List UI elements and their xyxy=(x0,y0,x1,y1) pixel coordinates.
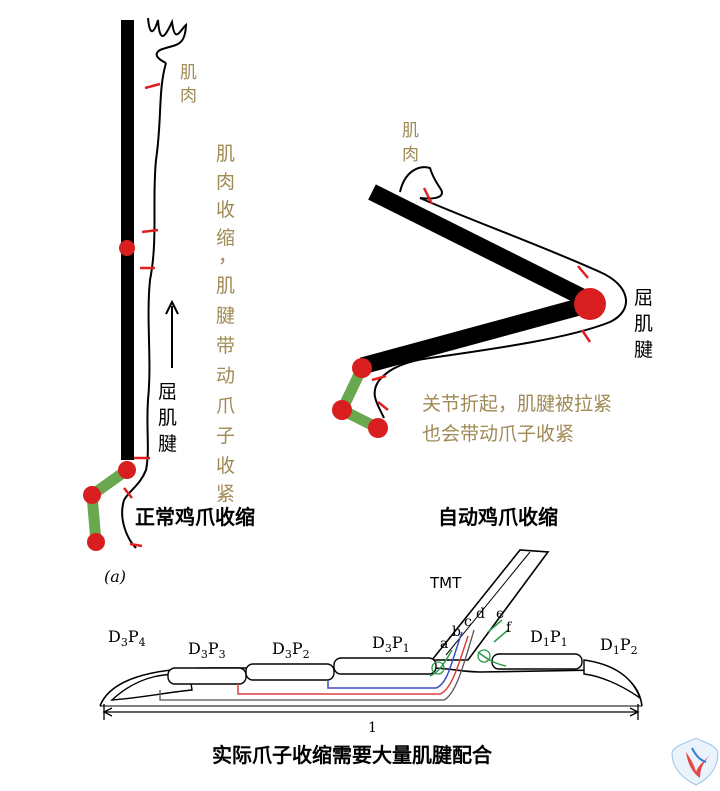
tendon-letter-e: e xyxy=(496,606,504,622)
phalanx-labels: D3P4 D3P3 D3P2 D3P1 D1P1 D1P2 xyxy=(108,627,638,661)
label-d1p2: D1P2 xyxy=(600,635,638,657)
tendon-letter-a: a xyxy=(440,636,448,652)
ankle-joint xyxy=(118,461,136,479)
toe-joint-1 xyxy=(83,486,101,504)
label-d3p3: D3P3 xyxy=(188,639,226,661)
thigh-bone xyxy=(368,184,596,310)
label-d3p1: D3P1 xyxy=(372,633,410,655)
anatomy-caption: 实际爪子收缩需要大量肌腱配合 xyxy=(212,743,493,767)
normal-caption: 正常鸡爪收缩 xyxy=(135,505,255,529)
normal-claw-figure: 肌 肉 肌 肉 收 缩 ， 肌 腱 带 动 爪 子 收 紧 屈 肌 腱 正常鸡爪… xyxy=(83,17,255,551)
contraction-note: 肌 肉 收 缩 ， 肌 腱 带 动 爪 子 收 紧 xyxy=(216,143,243,505)
flexor-tendon-line-2 xyxy=(373,197,627,419)
toe-joint-2 xyxy=(87,533,105,551)
scale-label: 1 xyxy=(368,720,377,736)
tendon-green xyxy=(429,649,507,677)
tendon-blue xyxy=(327,631,463,689)
tendon-grey xyxy=(159,629,475,701)
muscle-outline xyxy=(399,166,443,200)
toe-anatomy-figure: TMT D3P4 D3P3 D3P2 D3P1 D1P1 D1P2 xyxy=(99,549,643,767)
automatic-claw-figure: 肌 肉 屈 肌 腱 关节折起，肌腱被拉紧 也会带动爪子收紧 自动鸡爪收缩 xyxy=(332,121,659,529)
label-d1p1: D1P1 xyxy=(530,627,568,649)
label-d3p2: D3P2 xyxy=(272,639,310,661)
ankle-joint-2 xyxy=(352,358,372,378)
panel-letter: (a) xyxy=(104,567,126,586)
tendon-letters: a b c d e f xyxy=(440,606,513,652)
pull-arrow-icon xyxy=(165,299,179,368)
tendon-letter-b: b xyxy=(452,624,461,640)
tendon-letter-d: d xyxy=(476,606,485,622)
flexor-tendon-label: 屈 肌 腱 xyxy=(158,381,183,455)
leg-bone xyxy=(121,20,134,460)
tendon-letter-c: c xyxy=(464,614,472,630)
knee-joint-2 xyxy=(574,288,606,320)
tendon-marks-2 xyxy=(371,187,592,411)
automatic-caption: 自动鸡爪收缩 xyxy=(438,505,558,529)
tendon-marks xyxy=(123,82,161,548)
toe-joint-4 xyxy=(368,418,388,438)
phalanx-bones xyxy=(110,653,642,701)
tendon-letter-f: f xyxy=(506,620,513,636)
label-d3p4: D3P4 xyxy=(108,627,146,649)
tmt-label: TMT xyxy=(429,574,462,592)
muscle-scribble xyxy=(147,17,188,64)
muscle-label: 肌 肉 xyxy=(180,63,202,106)
toe-joint-3 xyxy=(332,400,352,420)
muscle-label-2: 肌 肉 xyxy=(402,121,424,165)
shield-logo-icon xyxy=(671,737,719,786)
joint-note-line1: 关节折起，肌腱被拉紧 xyxy=(422,393,612,415)
shank-bone xyxy=(359,295,593,375)
tendon-red xyxy=(237,635,469,695)
scale-bar xyxy=(102,704,640,720)
knee-joint xyxy=(119,240,135,256)
joint-note-line2: 也会带动爪子收紧 xyxy=(422,423,574,445)
flexor-tendon-line xyxy=(121,62,167,549)
tmt-bone xyxy=(430,549,550,661)
flexor-tendon-label-2: 屈 肌 腱 xyxy=(634,287,659,361)
